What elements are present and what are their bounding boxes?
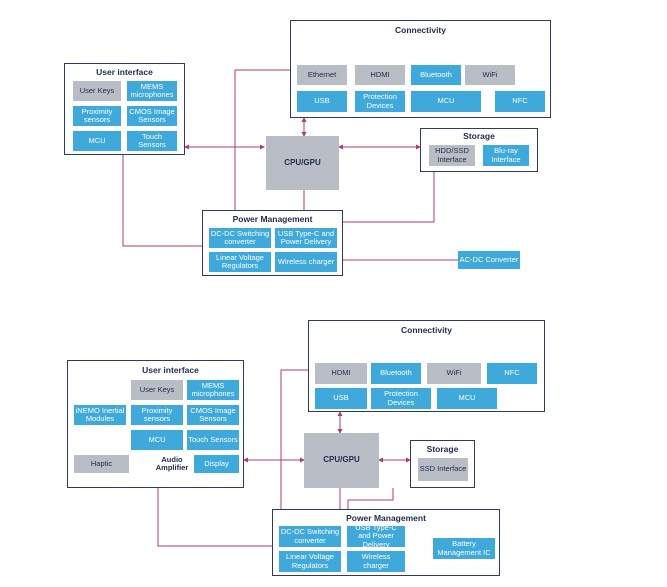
cmos-image-sensors-block-2[interactable]: CMOS Image Sensors xyxy=(187,405,239,425)
storage-title-2: Storage xyxy=(426,444,459,454)
user-keys-block-2[interactable]: User Keys xyxy=(131,380,183,400)
nfc-block-2[interactable]: NFC xyxy=(487,363,537,384)
wireless-charger-block-2[interactable]: Wireless charger xyxy=(347,551,405,572)
power-management-title: Power Management xyxy=(232,214,313,224)
usb-type-c-block[interactable]: USB Type-C and Power Delivery xyxy=(275,228,337,248)
proximity-sensors-block[interactable]: Proximity sensors xyxy=(73,106,121,126)
nfc-block[interactable]: NFC xyxy=(495,91,545,112)
ui-mcu-block-2[interactable]: MCU xyxy=(131,430,183,450)
power-management-panel: Power Management DC-DC Switching convert… xyxy=(202,210,343,276)
mcu-block[interactable]: MCU xyxy=(411,91,481,112)
audio-amplifier-label: Audio Amplifier xyxy=(155,454,189,472)
dc-dc-converter-block-2[interactable]: DC-DC Switching converter xyxy=(279,526,341,547)
hdd-ssd-interface-block[interactable]: HDD/SSD Interface xyxy=(429,145,475,166)
user-interface-panel: User interface User Keys MEMS microphone… xyxy=(64,63,185,155)
usb-block-2[interactable]: USB xyxy=(315,388,367,409)
mcu-block-2[interactable]: MCU xyxy=(437,388,497,409)
dc-dc-converter-block[interactable]: DC-DC Switching converter xyxy=(209,228,271,248)
user-keys-block[interactable]: User Keys xyxy=(73,81,121,101)
hdmi-block[interactable]: HDMI xyxy=(355,65,405,85)
touch-sensors-block-2[interactable]: Touch Sensors xyxy=(187,430,239,450)
protection-devices-block[interactable]: Protection Devices xyxy=(355,91,405,112)
connectivity-title-2: Connectivity xyxy=(400,325,452,335)
power-management-title-2: Power Management xyxy=(346,513,426,523)
cmos-image-sensors-block[interactable]: CMOS Image Sensors xyxy=(127,106,177,126)
user-interface-title: User interface xyxy=(96,67,153,77)
usb-block[interactable]: USB xyxy=(297,91,347,112)
storage-panel-2: Storage SSD Interface xyxy=(410,440,475,488)
usb-type-c-block-2[interactable]: USB Type-C and Power Delivery xyxy=(347,523,405,549)
mems-microphones-block[interactable]: MEMS microphones xyxy=(127,81,177,101)
linear-regulators-block[interactable]: Linear Voltage Regulators xyxy=(209,252,271,272)
mems-microphones-block-2[interactable]: MEMS microphones xyxy=(187,380,239,400)
haptic-block[interactable]: Haptic xyxy=(74,455,129,473)
bluetooth-block-2[interactable]: Bluetooth xyxy=(371,363,421,384)
linear-regulators-block-2[interactable]: Linear Voltage Regulators xyxy=(279,551,341,572)
connectivity-panel-2: Connectivity HDMI Bluetooth WiFi NFC USB… xyxy=(308,320,545,412)
bluetooth-block[interactable]: Bluetooth xyxy=(411,65,461,85)
blu-ray-interface-block[interactable]: Blu-ray Interface xyxy=(483,145,529,166)
cpu-gpu-block-2[interactable]: CPU/GPU xyxy=(304,433,379,488)
touch-sensors-block[interactable]: Touch Sensors xyxy=(127,131,177,151)
hdmi-block-2[interactable]: HDMI xyxy=(315,363,367,384)
connectivity-panel: Connectivity Ethernet HDMI Bluetooth WiF… xyxy=(290,20,551,118)
user-interface-panel-2: User interface User Keys MEMS microphone… xyxy=(67,360,244,488)
ui-mcu-block[interactable]: MCU xyxy=(73,131,121,151)
wireless-charger-block[interactable]: Wireless charger xyxy=(275,252,337,272)
storage-title: Storage xyxy=(463,131,495,141)
ethernet-block[interactable]: Ethernet xyxy=(297,65,347,85)
battery-management-block[interactable]: Battery Management IC xyxy=(433,538,495,559)
ssd-interface-block[interactable]: SSD Interface xyxy=(418,458,468,481)
cpu-gpu-block[interactable]: CPU/GPU xyxy=(266,136,339,190)
user-interface-title-2: User interface xyxy=(142,365,199,375)
storage-panel: Storage HDD/SSD Interface Blu-ray Interf… xyxy=(420,128,538,172)
wifi-block-2[interactable]: WiFi xyxy=(427,363,481,384)
ac-dc-converter-block[interactable]: AC-DC Converter xyxy=(458,251,520,269)
inemo-inertial-modules-block[interactable]: iNEMO Inertial Modules xyxy=(74,405,126,425)
power-management-panel-2: Power Management DC-DC Switching convert… xyxy=(272,509,500,576)
proximity-sensors-block-2[interactable]: Proximity sensors xyxy=(131,405,183,425)
protection-devices-block-2[interactable]: Protection Devices xyxy=(371,388,431,409)
display-block[interactable]: Display xyxy=(194,455,239,473)
wifi-block[interactable]: WiFi xyxy=(465,65,515,85)
connectivity-title: Connectivity xyxy=(394,25,446,35)
